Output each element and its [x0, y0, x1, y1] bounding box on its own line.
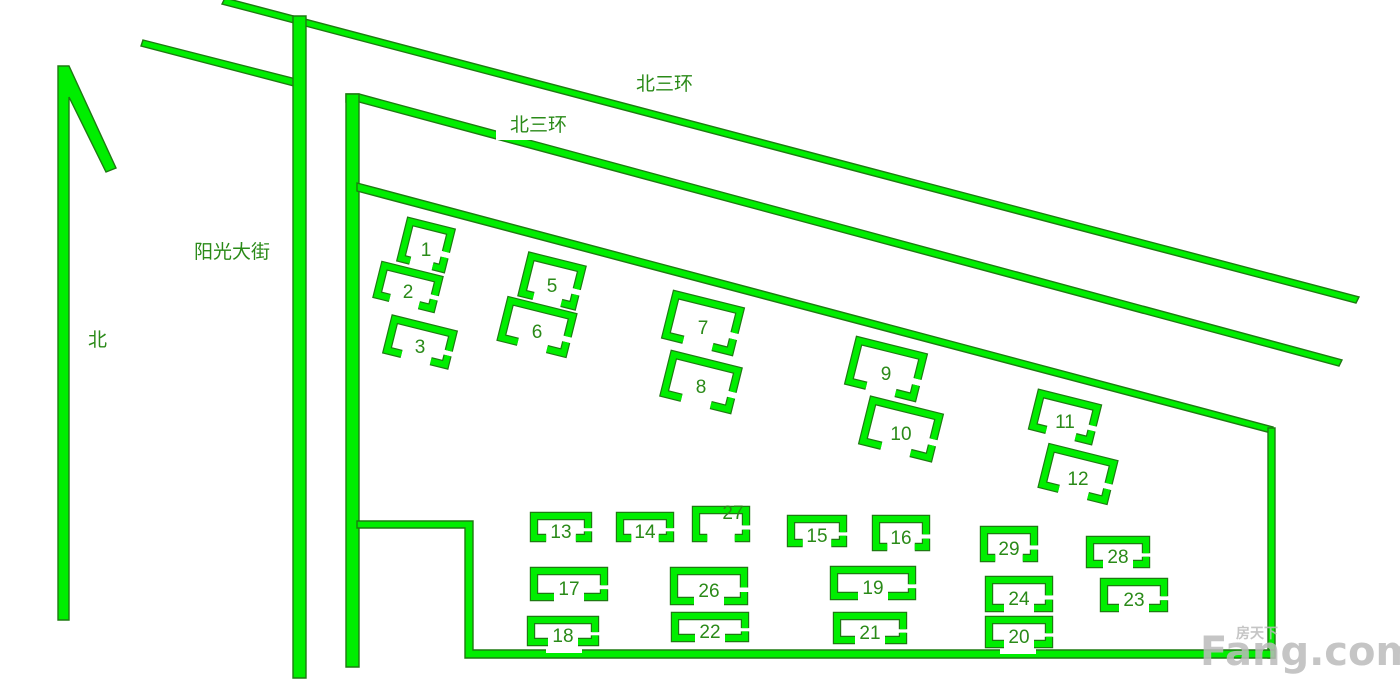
building-19	[829, 565, 917, 601]
watermark-text: Fang.com	[1200, 629, 1400, 675]
roads	[140, 0, 1361, 679]
building-17	[529, 566, 609, 602]
road-ring-inner-connector	[140, 39, 297, 87]
building-label-2: 2	[403, 282, 414, 303]
road-inner-west	[356, 520, 1276, 659]
building-7	[660, 289, 746, 357]
building-label-20: 20	[1008, 627, 1029, 648]
building-10	[857, 395, 945, 463]
building-label-14: 14	[634, 522, 656, 543]
building-label-27: 27	[722, 503, 743, 524]
building-label-12: 12	[1067, 469, 1088, 490]
building-label-11: 11	[1055, 412, 1075, 433]
building-28	[1085, 535, 1151, 569]
building-29	[979, 525, 1039, 563]
building-23	[1099, 577, 1169, 613]
road-label-gap	[848, 633, 884, 649]
watermark-small: 房天下	[1236, 625, 1278, 642]
building-21	[832, 611, 908, 645]
building-label-24: 24	[1008, 589, 1030, 610]
road-site-east	[1267, 427, 1276, 659]
building-label-26: 26	[698, 581, 719, 602]
building-6	[496, 295, 578, 359]
label-north: 北	[88, 329, 107, 351]
building-26	[669, 566, 749, 606]
building-2	[372, 260, 444, 314]
road-labels: 北三环 北三环 阳光大街 北	[88, 73, 693, 351]
building-label-15: 15	[806, 526, 827, 547]
building-label-1: 1	[421, 240, 432, 261]
building-label-19: 19	[862, 578, 883, 599]
label-sunshine-street: 阳光大街	[194, 241, 270, 263]
building-label-17: 17	[558, 579, 579, 600]
building-15	[786, 514, 848, 548]
road-ring-outer	[220, 0, 1361, 304]
building-12	[1037, 442, 1119, 506]
building-label-8: 8	[696, 377, 707, 398]
road-label-gap	[1000, 638, 1036, 654]
building-27	[691, 505, 751, 543]
building-label-7: 7	[698, 318, 709, 339]
building-label-3: 3	[415, 337, 426, 358]
label-ring-road-outer: 北三环	[636, 73, 693, 95]
building-label-13: 13	[550, 522, 571, 543]
building-18	[526, 615, 600, 647]
road-ring-inner	[345, 93, 1344, 367]
building-22	[670, 611, 750, 643]
building-label-22: 22	[699, 622, 720, 643]
building-11	[1027, 388, 1103, 446]
road-west-boundary	[345, 93, 360, 668]
watermark: Fang.com 房天下	[1200, 625, 1400, 675]
building-16	[871, 514, 931, 552]
building-8	[659, 349, 743, 415]
building-label-21: 21	[859, 623, 880, 644]
building-label-18: 18	[552, 626, 573, 647]
building-14	[615, 511, 675, 543]
building-label-23: 23	[1123, 590, 1144, 611]
road-label-gap	[546, 637, 582, 653]
label-ring-road-inner: 北三环	[510, 114, 567, 136]
building-label-10: 10	[890, 424, 911, 445]
building-label-16: 16	[890, 528, 911, 549]
building-label-9: 9	[881, 364, 892, 385]
building-9	[843, 335, 929, 403]
building-5	[517, 251, 587, 311]
building-24	[984, 575, 1054, 613]
road-sunshine-street	[292, 15, 307, 679]
building-label-5: 5	[547, 276, 558, 297]
north-arrow	[57, 65, 117, 621]
building-13	[529, 511, 593, 543]
building-label-6: 6	[532, 322, 543, 343]
building-3	[381, 314, 459, 370]
building-20	[984, 615, 1054, 649]
building-label-29: 29	[998, 539, 1019, 560]
building-label-28: 28	[1107, 547, 1128, 568]
building-1	[395, 216, 457, 274]
